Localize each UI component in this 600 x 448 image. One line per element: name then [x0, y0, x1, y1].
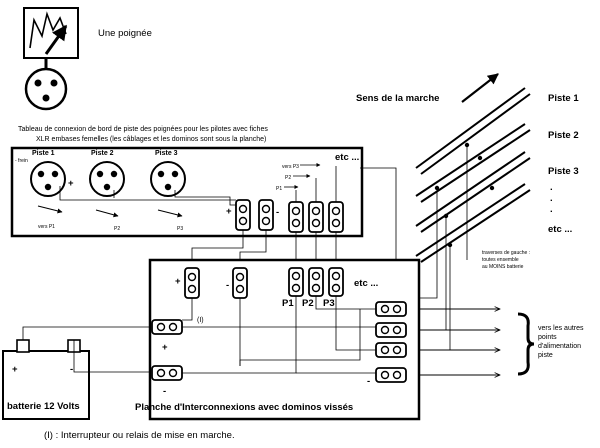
rail-note-line1: traverses de gauche :	[482, 250, 530, 256]
other-points-line4: piste	[538, 352, 553, 359]
battery	[2, 339, 90, 420]
interrupteur-marker: (I)	[197, 317, 204, 324]
track-label-2: Piste 2	[548, 130, 579, 141]
rail-note-line2: toutes ensemble	[482, 257, 519, 263]
label-vers-p3: vers P3	[282, 164, 299, 170]
handle-label: Une poignée	[98, 28, 152, 39]
board-domino-plus	[184, 267, 200, 299]
track-label-etc: etc ...	[548, 224, 572, 235]
other-points-arrows	[420, 309, 500, 375]
handle-xlr-plug	[24, 67, 68, 111]
arrow-label-p3: P3	[177, 226, 183, 232]
table-panel	[10, 146, 364, 238]
board-label-p2: P2	[302, 298, 314, 309]
board-domino-right-2	[375, 322, 407, 338]
board-domino-p1	[288, 267, 304, 297]
top-domino-p2	[308, 201, 324, 233]
handle-scribble	[29, 11, 67, 49]
direction-arrow	[461, 73, 499, 103]
board-etc: etc ...	[354, 278, 378, 289]
direction-label: Sens de la marche	[356, 93, 439, 104]
label-p2-top: P2	[285, 175, 291, 181]
board-left-plus: +	[162, 342, 168, 353]
table-etc: etc ...	[335, 152, 359, 163]
other-points-brace	[517, 312, 535, 376]
battery-plus: +	[12, 364, 18, 375]
arrow-label-vers-p1: vers P1	[38, 224, 55, 230]
xlr-socket-3	[150, 161, 186, 197]
top-polarity-minus: -	[276, 207, 279, 218]
label-p1-top: P1	[276, 186, 282, 192]
socket-plus-sign: +	[68, 178, 74, 189]
board-domino-p3	[328, 267, 344, 297]
board-caption: Planche d'Interconnexions avec dominos v…	[135, 402, 353, 413]
top-domino-p3	[328, 201, 344, 233]
other-points-line2: points	[538, 334, 557, 341]
arrow-to-p3	[157, 209, 183, 218]
top-domino-minus	[258, 199, 274, 231]
board-domino-right-3	[375, 342, 407, 358]
socket-label-2: Piste 2	[91, 150, 114, 157]
top-domino-p1	[288, 201, 304, 233]
frein-label: - frein	[15, 158, 28, 164]
handle-illustration	[23, 7, 79, 111]
other-points-line3: d'alimentation	[538, 343, 581, 350]
board-right-minus: -	[367, 376, 370, 387]
board-domino-left-minus	[151, 365, 183, 381]
handle-body	[23, 7, 79, 59]
board-wires	[182, 296, 376, 374]
battery-label: batterie 12 Volts	[7, 401, 80, 412]
board-domino-right-1	[375, 301, 407, 317]
board-minus: -	[226, 280, 229, 291]
arrow-to-p2	[95, 209, 119, 218]
battery-terminal-plus	[16, 339, 30, 353]
track-dot-2: .	[550, 193, 553, 204]
arrow-to-p1	[37, 205, 63, 214]
table-title-line1: Tableau de connexion de bord de piste de…	[18, 126, 268, 133]
rail-note-line3: au MOINS batterie	[482, 264, 524, 270]
socket-label-3: Piste 3	[155, 150, 178, 157]
track-label-1: Piste 1	[548, 93, 579, 104]
board-domino-p2	[308, 267, 324, 297]
top-panel-wires	[59, 166, 337, 206]
handle-arrow	[44, 24, 68, 55]
battery-minus: -	[70, 364, 73, 375]
arrow-label-p2: P2	[114, 226, 120, 232]
battery-wires	[22, 326, 154, 373]
board-label-p3: P3	[323, 298, 335, 309]
xlr-socket-1	[30, 161, 66, 197]
socket-label-1: Piste 1	[32, 150, 55, 157]
top-domino-plus	[235, 199, 251, 231]
other-points-line1: vers les autres	[538, 325, 584, 332]
board-domino-minus	[232, 267, 248, 299]
board-label-p1: P1	[282, 298, 294, 309]
track-rails	[415, 87, 531, 263]
table-title-line2: XLR embases femelles (les câblages et le…	[36, 136, 266, 143]
top-polarity-plus: +	[226, 206, 232, 217]
board-domino-right-4	[375, 367, 407, 383]
track-dot-3: .	[550, 204, 553, 215]
track-label-3: Piste 3	[548, 166, 579, 177]
board-plus: +	[175, 276, 181, 287]
track-dot-1: .	[550, 182, 553, 193]
footnote: (I) : Interrupteur ou relais de mise en …	[44, 430, 235, 441]
board-left-minus: -	[163, 386, 166, 397]
board-domino-left-plus	[151, 319, 183, 335]
xlr-socket-2	[89, 161, 125, 197]
